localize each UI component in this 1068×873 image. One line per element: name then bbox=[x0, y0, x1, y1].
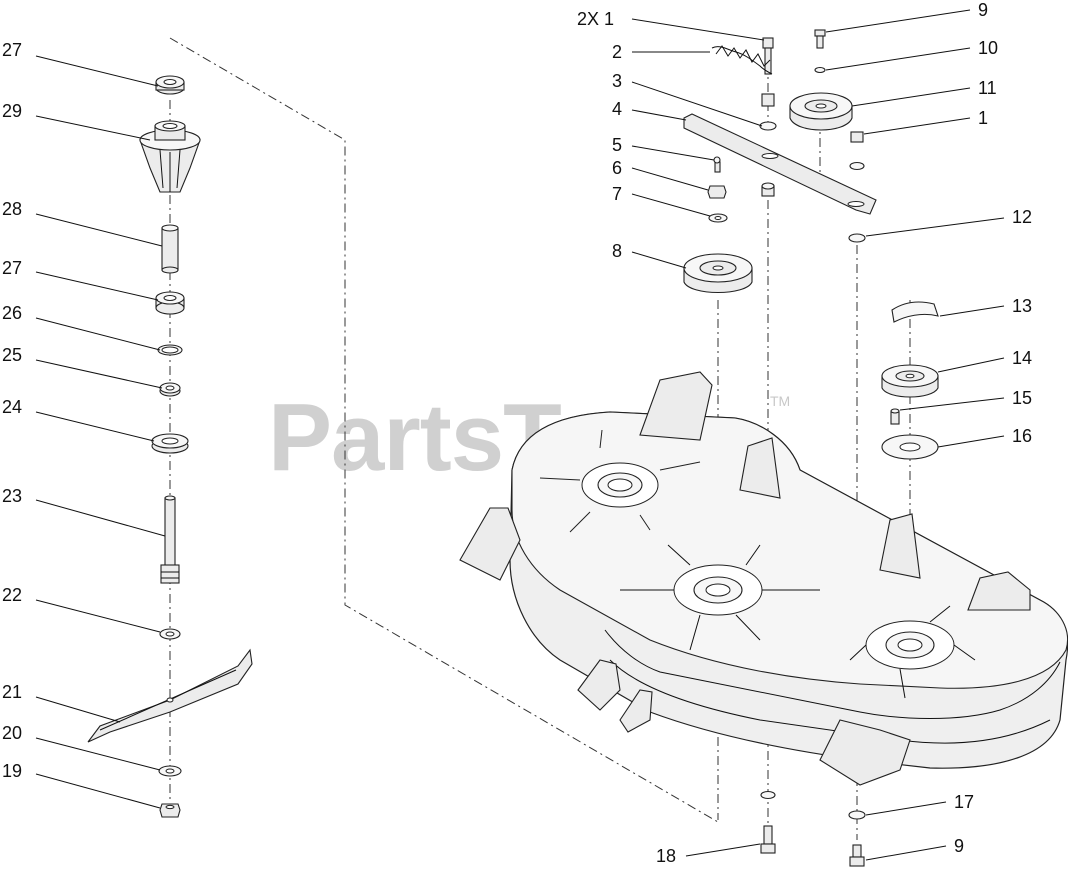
mower-deck[interactable] bbox=[459, 371, 1068, 786]
blade-well-center bbox=[620, 544, 820, 651]
callout-2: 2 bbox=[612, 42, 622, 62]
blade[interactable] bbox=[87, 648, 253, 743]
blade-nut[interactable] bbox=[159, 803, 181, 818]
callout-14: 14 bbox=[1012, 348, 1032, 368]
callout-8: 8 bbox=[612, 241, 622, 261]
bottom-bolts[interactable] bbox=[760, 825, 865, 867]
callout-7: 7 bbox=[612, 184, 622, 204]
deck-mount-arms bbox=[459, 507, 911, 786]
callout-13: 13 bbox=[1012, 296, 1032, 316]
extension-spring[interactable] bbox=[711, 45, 773, 75]
callout-23: 23 bbox=[2, 486, 22, 506]
idler-bolt[interactable] bbox=[762, 37, 774, 75]
spindle-housing[interactable] bbox=[139, 120, 201, 193]
callout-6: 6 bbox=[612, 158, 622, 178]
callout-3: 3 bbox=[612, 71, 622, 91]
jam-nut[interactable] bbox=[707, 185, 727, 199]
callout-16: 16 bbox=[1012, 426, 1032, 446]
callout-20: 20 bbox=[2, 723, 22, 743]
leader-lines bbox=[35, 9, 1005, 861]
spacer-washer[interactable] bbox=[159, 628, 181, 640]
callout-12: 12 bbox=[1012, 207, 1032, 227]
callout-22: 22 bbox=[2, 585, 22, 605]
center-pulley[interactable] bbox=[881, 364, 939, 398]
idler-spacer[interactable] bbox=[759, 93, 777, 131]
callout-9-top: 9 bbox=[978, 0, 988, 20]
top-washer[interactable] bbox=[814, 66, 826, 74]
callout-21: 21 bbox=[2, 682, 22, 702]
spindle-pulley[interactable] bbox=[683, 253, 753, 294]
deck-bracket-rear bbox=[639, 371, 1031, 611]
spacer-tube[interactable] bbox=[161, 224, 179, 274]
callout-29: 29 bbox=[2, 101, 22, 121]
callout-10: 10 bbox=[978, 38, 998, 58]
top-bolt[interactable] bbox=[814, 29, 826, 49]
callout-1-2x: 2X 1 bbox=[577, 9, 614, 29]
watermark-trademark: TM bbox=[770, 393, 790, 409]
callout-9-bottom: 9 bbox=[954, 836, 964, 856]
snap-ring[interactable] bbox=[157, 344, 183, 356]
callout-1: 1 bbox=[978, 108, 988, 128]
callout-18: 18 bbox=[656, 846, 676, 866]
pulley-washer[interactable] bbox=[708, 213, 728, 223]
mounting-plate[interactable] bbox=[881, 434, 939, 460]
cap-washer[interactable] bbox=[151, 433, 189, 454]
center-stud[interactable] bbox=[890, 408, 900, 425]
callout-5: 5 bbox=[612, 135, 622, 155]
callout-labels: 27 29 28 27 26 25 24 23 22 21 20 19 2X 1… bbox=[2, 0, 1032, 866]
bearing-top[interactable] bbox=[155, 75, 185, 95]
belt-guide[interactable] bbox=[891, 301, 939, 323]
bearing-bottom[interactable] bbox=[155, 291, 185, 315]
callout-19: 19 bbox=[2, 761, 22, 781]
spacer-washers[interactable] bbox=[761, 131, 866, 243]
callout-27-top: 27 bbox=[2, 40, 22, 60]
idler-arm[interactable] bbox=[683, 113, 877, 215]
spindle-shaft[interactable] bbox=[160, 495, 180, 584]
callout-17: 17 bbox=[954, 792, 974, 812]
blade-well-right bbox=[849, 605, 976, 699]
callout-11: 11 bbox=[978, 78, 997, 98]
blade-well-left bbox=[539, 429, 701, 533]
blade-washer[interactable] bbox=[158, 765, 182, 777]
callout-24: 24 bbox=[2, 397, 22, 417]
grease-fitting[interactable] bbox=[713, 156, 721, 173]
callout-27-bottom: 27 bbox=[2, 258, 22, 278]
spindle-assembly bbox=[87, 75, 253, 818]
callout-15: 15 bbox=[1012, 388, 1032, 408]
bottom-washers[interactable] bbox=[760, 790, 866, 820]
callout-26: 26 bbox=[2, 303, 22, 323]
callout-4: 4 bbox=[612, 99, 622, 119]
callout-28: 28 bbox=[2, 199, 22, 219]
callout-25: 25 bbox=[2, 345, 22, 365]
seal[interactable] bbox=[159, 382, 181, 397]
idler-pulley[interactable] bbox=[789, 92, 853, 131]
